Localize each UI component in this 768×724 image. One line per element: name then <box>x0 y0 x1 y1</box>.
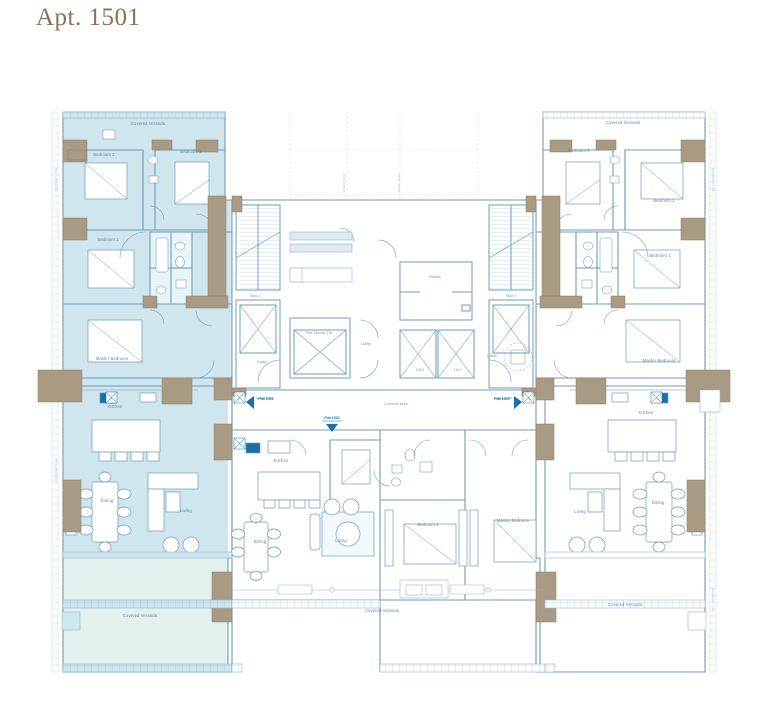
dimension-label: RISER SHAFT <box>397 172 401 192</box>
bathroom-fixtures <box>102 129 621 487</box>
room-label: Bedroom 1 <box>417 522 439 527</box>
flat-marker-1502-label: Flat 1502 <box>324 416 339 420</box>
room-label: Dining <box>254 539 267 544</box>
core-label: Lobby <box>257 360 267 364</box>
page-title: Apt. 1501 <box>36 4 141 31</box>
core-label: Lobby <box>487 354 497 358</box>
core-label: Stair 2 <box>506 294 517 298</box>
dimension-label: BOUNDARY LINE <box>54 458 58 482</box>
dimension-label: BOUNDARY LINE <box>54 168 58 192</box>
furniture-flat-1503 <box>565 161 703 554</box>
window-rails <box>62 111 706 673</box>
dimension-label: BOUNDARY LINE <box>711 168 715 192</box>
core-label: Stair 1 <box>250 294 261 298</box>
furniture-flat-1501 <box>65 161 210 554</box>
core-label: Fire Service Lift <box>306 331 332 335</box>
room-label: Master Bedroom <box>643 358 676 363</box>
room-label: Bedroom 3 <box>180 149 202 154</box>
room-label: Kitchen <box>274 458 289 463</box>
flat-marker-1502[interactable]: Flat 1502 <box>322 416 342 432</box>
dimension-label-layer: BOUNDARY LINE BOUNDARY LINE BOUNDARY LINE B… <box>54 168 715 612</box>
flat-marker-1501[interactable]: Flat 1501 <box>246 396 274 409</box>
core-label: Lobby <box>361 342 371 346</box>
room-label: Living <box>574 509 586 514</box>
core-label: Lift 1 <box>454 368 462 372</box>
entry-mats <box>105 391 663 450</box>
room-label: Kitchen <box>639 410 654 415</box>
structural-columns <box>37 139 731 623</box>
room-label: Covered Veranda <box>365 608 400 613</box>
common-area-label: Common Area <box>384 402 407 406</box>
room-label: Bedroom 2 <box>93 152 115 157</box>
room-label: Bedroom 1 <box>649 253 671 258</box>
flat-marker-1501-label: Flat 1501 <box>258 397 273 401</box>
room-label: Covered Veranda <box>123 613 158 618</box>
room-label: Master Bedroom <box>497 518 530 523</box>
room-label: Kitchen <box>108 404 123 409</box>
dimension-label: RISER SHAFT <box>342 172 346 192</box>
core-label: Refuse <box>429 275 441 279</box>
room-label: Living <box>180 508 192 513</box>
core-label: Lift 2 <box>416 368 424 372</box>
room-label: Dining <box>101 498 114 503</box>
room-label: Bedroom 1 <box>97 237 119 242</box>
room-label: Bedroom 3 <box>568 148 590 153</box>
flat-marker-1503[interactable]: Flat 1503 <box>494 396 522 409</box>
room-label: Covered Veranda <box>608 602 643 607</box>
room-label: Bedroom 2 <box>653 198 675 203</box>
room-label: Covered Veranda <box>606 120 641 125</box>
room-label: Living <box>335 538 347 543</box>
dimension-label: BOUNDARY LINE <box>711 588 715 612</box>
room-label: Dining <box>652 500 665 505</box>
room-label: Covered Veranda <box>131 121 166 126</box>
furniture-flat-1502 <box>231 440 537 581</box>
veranda-balustrade <box>61 389 721 631</box>
room-label: Master Bedroom <box>96 356 129 361</box>
flat-marker-1503-label: Flat 1503 <box>494 397 509 401</box>
building-core <box>231 199 537 391</box>
